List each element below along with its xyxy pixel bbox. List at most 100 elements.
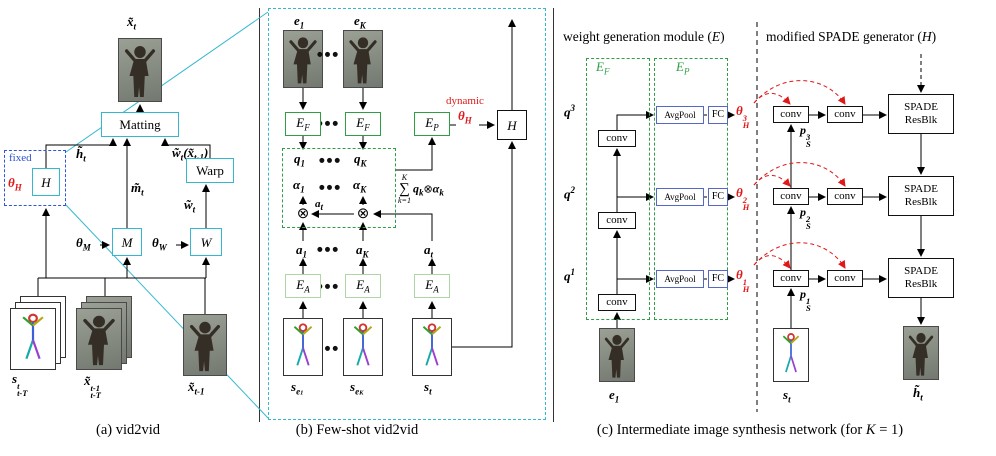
person-silhouette-icon — [600, 329, 634, 381]
skeleton-icon — [413, 319, 451, 375]
label-h-t-c: h̃t — [913, 385, 923, 403]
ellipsis: ●●● — [319, 156, 343, 164]
photo-stack-front — [76, 308, 122, 370]
photo-h-t — [903, 326, 939, 380]
fc-box: FC — [708, 270, 728, 288]
E-A-box-1: EA — [285, 274, 321, 298]
photo-e-1 — [283, 30, 323, 88]
conv-box: conv — [773, 106, 809, 123]
E-A-box-t: EA — [414, 274, 450, 298]
conv-box: conv — [827, 270, 863, 287]
conv-box: conv — [773, 270, 809, 287]
warp-box: Warp — [186, 158, 234, 183]
avgpool-box: AvgPool — [656, 106, 704, 124]
photo-x-t-1 — [183, 314, 227, 376]
label-a-K: aK — [356, 242, 369, 260]
conv-box: conv — [598, 130, 636, 147]
pose-s-t-c — [773, 328, 809, 382]
label-q2: q2 — [564, 185, 575, 202]
pose-stack-front — [10, 308, 56, 370]
skeleton-icon — [774, 329, 808, 381]
label-x-t-1: x̃t-1 — [188, 379, 205, 397]
conv-box: conv — [827, 188, 863, 205]
label-theta-W: θW — [152, 235, 167, 253]
W-network-box: W — [190, 228, 222, 256]
fc-box: FC — [708, 188, 728, 206]
attention-aggregation-box — [282, 148, 396, 228]
photo-e-1-c — [599, 328, 635, 382]
label-h-t: h̃t — [76, 146, 86, 164]
pose-s-eK — [343, 318, 383, 376]
otimes-icon: ⊗ — [355, 205, 371, 222]
label-e-1-c: e1 — [609, 387, 620, 405]
ellipsis: ●●● — [319, 183, 343, 191]
label-e-1: e1 — [294, 13, 305, 31]
conv-box: conv — [827, 106, 863, 123]
avgpool-box: AvgPool — [656, 270, 704, 288]
label-x-t: x̃t — [127, 14, 137, 32]
ellipsis: ●●● — [317, 282, 341, 290]
caption-a: (a) vid2vid — [95, 422, 161, 438]
label-s-t-c: st — [783, 387, 791, 405]
label-alpha-1: α1 — [293, 177, 305, 195]
label-s-t: st — [424, 379, 432, 397]
label-a-t: at — [424, 242, 434, 260]
conv-box: conv — [598, 212, 636, 229]
label-E-P: EP — [676, 59, 690, 77]
M-network-box: M — [112, 228, 142, 256]
fc-box: FC — [708, 106, 728, 124]
label-fixed: fixed — [9, 152, 32, 164]
label-theta-H-dynamic: θH — [458, 108, 472, 126]
label-alpha-K: αK — [353, 177, 367, 195]
E-F-module-box — [586, 58, 650, 320]
label-theta-M: θM — [76, 235, 91, 253]
fixed-weights-box — [4, 150, 66, 206]
label-e-K: eK — [354, 13, 366, 31]
H-generator-box: H — [497, 110, 527, 140]
person-silhouette-icon — [184, 315, 226, 375]
E-A-box-K: EA — [345, 274, 381, 298]
label-a-1: a1 — [296, 242, 307, 260]
conv-box: conv — [598, 294, 636, 311]
label-dynamic: dynamic — [446, 95, 484, 107]
E-F-box-K: EF — [345, 112, 381, 136]
H-network-box: H — [32, 168, 60, 196]
otimes-icon: ⊗ — [295, 205, 311, 222]
avgpool-box: AvgPool — [656, 188, 704, 206]
ellipsis: ●●● — [317, 119, 341, 127]
skeleton-icon — [344, 319, 382, 375]
photo-e-K — [343, 30, 383, 88]
photo-x-t — [118, 38, 162, 102]
conv-box: conv — [773, 188, 809, 205]
label-w-t: w̃t — [184, 197, 196, 215]
E-F-box-1: EF — [285, 112, 321, 136]
label-theta-H: θH — [8, 175, 22, 193]
label-s-e1: se1 — [291, 379, 304, 397]
caption-c: (c) Intermediate image synthesis network… — [596, 422, 904, 438]
label-q-1: q1 — [294, 151, 305, 169]
ellipsis: ●●● — [317, 50, 341, 58]
pose-s-e1 — [283, 318, 323, 376]
label-warped-x: w̃t(x̃t-1) — [172, 145, 209, 163]
few-shot-module-box — [268, 8, 546, 420]
E-P-box: EP — [414, 112, 450, 136]
matting-box: Matting — [101, 112, 179, 137]
label-a-t-inline: at — [315, 198, 324, 213]
skeleton-icon — [284, 319, 322, 375]
label-q3: q3 — [564, 103, 575, 120]
ellipsis: ●●● — [317, 344, 341, 352]
caption-b: (b) Few-shot vid2vid — [295, 422, 419, 438]
header-weight-generation: weight generation module (E) — [563, 29, 725, 44]
person-silhouette-icon — [344, 31, 382, 87]
